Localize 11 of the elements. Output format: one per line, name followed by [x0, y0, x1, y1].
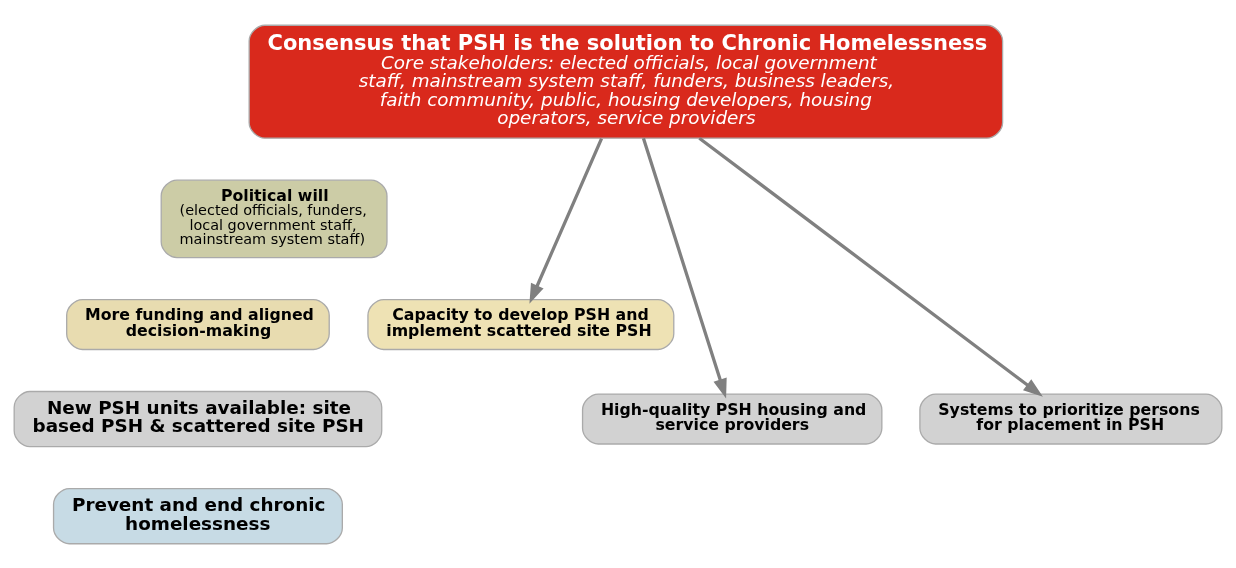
- arrow: [529, 137, 604, 304]
- node-box: Capacity to develop PSH and implement scattered site PSH: [367, 298, 675, 350]
- node-box: Systems to prioritize persons for placement in PSH: [919, 392, 1223, 445]
- node-box: High-quality PSH housing and service providers: [581, 392, 883, 445]
- node-box: New PSH units available: site based PSH & scattered site PSH: [13, 390, 383, 447]
- node-box: More funding and aligned decision-making: [66, 298, 330, 350]
- arrow: [641, 137, 727, 398]
- node-box: Consensus that PSH is the solution to Chronic Homelessness Core stakeholders: elected officials, local government staff, mainstream system staff, funders, business leaders, faith community, public, housing developers, housing operators, service providers: [248, 24, 1004, 139]
- node-box: Prevent and end chronic homelessness: [52, 487, 343, 544]
- arrow: [698, 136, 1043, 397]
- node-box: Political will (elected officials, funders, local government staff, mainstream system staff): [160, 179, 388, 258]
